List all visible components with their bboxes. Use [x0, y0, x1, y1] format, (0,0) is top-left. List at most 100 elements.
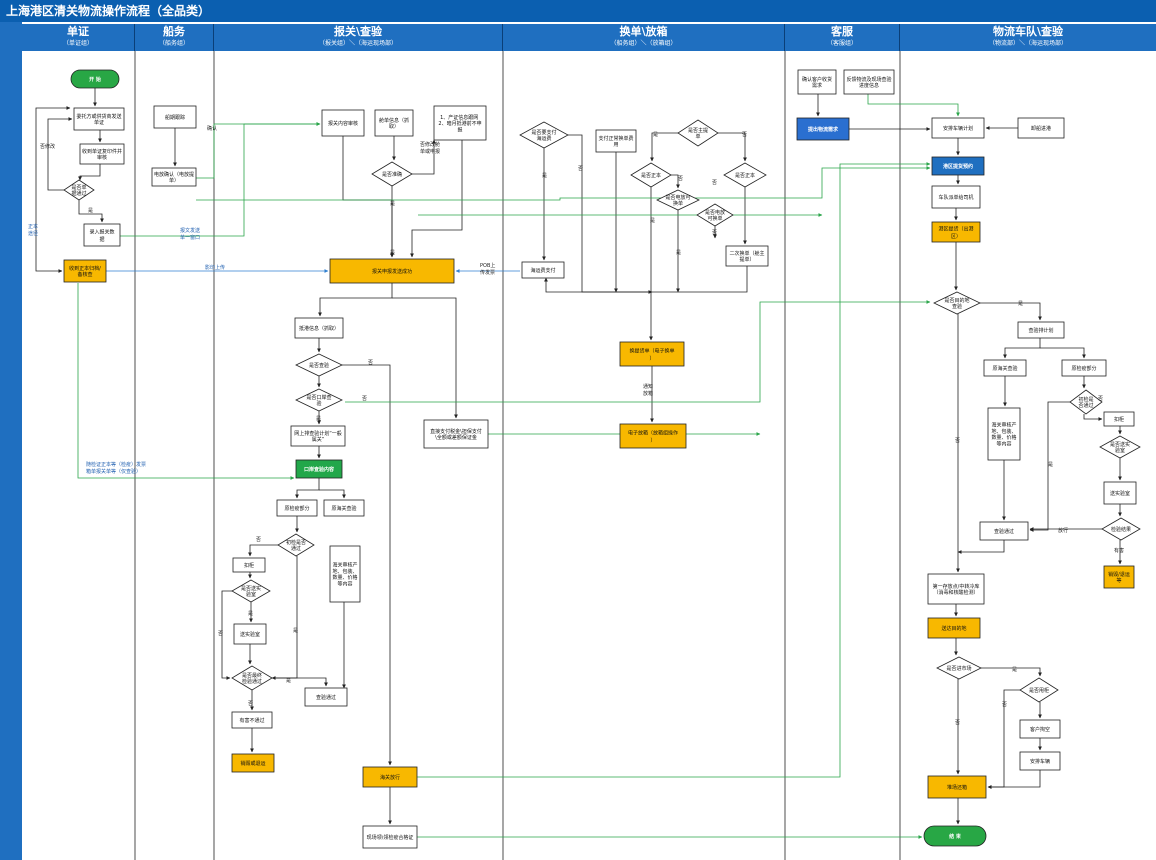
node-text: 是否主提单 — [688, 126, 708, 139]
lane-name: 物流车队\查验 — [992, 25, 1064, 38]
node-text: 是否电放可换单 — [665, 193, 690, 206]
connector-79 — [196, 122, 321, 179]
node-lab-test: 送实验室 — [233, 623, 267, 645]
connector-label: 否 — [1098, 396, 1103, 402]
connector-label: 是 — [1048, 462, 1053, 468]
connector-label: 是 — [1012, 667, 1017, 673]
node-release: 海关放行 — [362, 766, 418, 788]
node-cert-pickup: 现场领\领检疫合格证 — [362, 825, 418, 849]
node-text: 是否口岸查验 — [306, 393, 331, 406]
connector-label: 正本途径 — [28, 223, 38, 237]
lane-header-exchange: 换单\放箱 （船务组）＼（放箱组） — [503, 24, 785, 51]
node-destroy: 销毁或退运 — [231, 753, 275, 773]
lane-sub: （船务组） — [158, 40, 189, 47]
flow-nodes: 开 始委托方或供货商发送单证收到单证复印件并审核是否单据通过录入报关数据收到正本… — [63, 69, 1141, 849]
node-customs-check: 海关审核产地、包装、数量、价格等内容 — [329, 545, 361, 603]
node-dest-quarantine: 原检疫部分 — [1061, 359, 1107, 377]
connector-label: 是 — [88, 208, 93, 214]
node-text: 是否送实验室 — [241, 584, 261, 597]
node-pay-exchange: 支付正常换单费用 — [595, 129, 637, 153]
node-text: 是否电放可换单 — [705, 208, 725, 221]
connector-30 — [271, 556, 298, 680]
lane-sub: （物流部）＼（海运现场部） — [988, 40, 1067, 47]
node-text: 海运费支付 — [530, 267, 555, 274]
node-text: 堆场还箱 — [947, 784, 967, 791]
node-text: 原检疫部分 — [1071, 365, 1096, 372]
node-dest-customs-check: 海关审核产地、包装、数量、价格等内容 — [987, 407, 1021, 461]
lane-name: 船务 — [163, 25, 185, 38]
node-text: 电放确认（电放提单） — [154, 170, 194, 183]
node-confirm-needs: 确认客户收货需求 — [797, 69, 837, 95]
node-arrival-info: 抵港信息（抓取） — [294, 317, 344, 339]
connector-label: 是 — [676, 250, 681, 256]
connector-label: 是 — [390, 201, 395, 207]
connector-60 — [1029, 401, 1070, 532]
connector-label: 确认 — [207, 125, 217, 132]
node-arrange-trucks: 安排车辆计划 — [931, 117, 985, 139]
node-text: 是否正本 — [641, 172, 661, 179]
connector-27 — [221, 590, 232, 680]
node-text: 是否进市场 — [946, 665, 971, 672]
node-dest-final: 检验结果 — [1101, 517, 1141, 541]
node-eir-confirm: 电放确认（电放提单） — [151, 167, 197, 187]
lane-dividers — [134, 51, 901, 860]
node-text: 是否准确 — [382, 171, 402, 178]
connector-label: 否 — [578, 166, 583, 172]
connector-label: 通知放箱 — [643, 383, 653, 397]
node-text: 反馈物流及现场查验进度信息 — [846, 75, 891, 88]
connector-label: POB上传发票 — [480, 262, 495, 276]
node-text: 收到正本归档/备核查 — [69, 264, 101, 277]
node-q-pass: 初检是否通过 — [277, 533, 315, 557]
connector-80 — [196, 166, 931, 201]
connector-16 — [342, 364, 392, 766]
connector-label: 是 — [542, 173, 547, 179]
left-margin-strip — [0, 22, 22, 860]
node-is-telex1: 是否正本 — [723, 162, 767, 188]
node-harmful: 有害不通过 — [231, 711, 273, 729]
node-customs-review: 报关内容审核 — [321, 109, 365, 137]
node-feedback: 反馈物流及现场查验进度信息 — [843, 69, 895, 95]
connector-78 — [120, 122, 321, 237]
node-text: 检验结果 — [1111, 526, 1131, 533]
node-port-inspect: 是否口岸查验 — [295, 388, 343, 412]
node-declare-success: 报关申报发送成功 — [329, 258, 455, 284]
connector-44 — [544, 266, 748, 293]
node-text: 海关审核产地、包装、数量、价格等内容 — [332, 561, 357, 587]
node-plan-inspect: 查验排计划 — [1017, 321, 1065, 339]
node-receive-docs: 收到单证复印件并审核 — [79, 143, 125, 165]
connector-labels: 确认否修改是正本途径报文发送单一窗口影印上传否修改舱单或申报是是POB上传发票否… — [28, 125, 1124, 726]
connector-label: 否 — [248, 701, 253, 707]
connector-31 — [272, 677, 328, 687]
node-docs-complete: 是否单据通过 — [63, 179, 95, 201]
connector-label: 否 — [368, 360, 373, 366]
node-text: 二次换单（舱主提单） — [729, 249, 764, 262]
connector-label: 是 — [316, 416, 321, 422]
lane-name: 单证 — [67, 25, 89, 38]
node-text: 录入报关数据 — [89, 228, 114, 243]
connector-4 — [47, 117, 73, 191]
node-text: 海关审核产地、包装、数量、价格等内容 — [991, 421, 1016, 447]
node-port-appt: 港区提货预约 — [931, 156, 985, 176]
connector-label: 否修改舱单或申报 — [420, 141, 440, 155]
node-quarantine: 原检疫部分 — [276, 499, 318, 517]
node-text: 扣柜 — [1114, 416, 1124, 423]
lane-header-service: 客服 （客服组） — [785, 24, 900, 51]
node-inspect-content: 口岸查验内容 — [295, 459, 343, 479]
node-text: 是否送实验室 — [1110, 440, 1130, 453]
connector-label: 否 — [256, 537, 261, 543]
node-text: 海关放行 — [380, 774, 400, 781]
node-text: 车队派单给司机 — [938, 194, 973, 201]
connector-63 — [957, 540, 1005, 554]
connector-11 — [412, 139, 436, 175]
node-text: 提出物流需求 — [808, 126, 839, 133]
lane-header-customs: 报关\查验 （报关组）＼（海运现场部） — [214, 24, 503, 51]
node-text: 客户掏空 — [1030, 726, 1050, 733]
connector-86 — [867, 94, 960, 117]
node-text: 结 束 — [949, 833, 962, 840]
connector-label: 是 — [390, 250, 395, 256]
node-text: 口岸查验内容 — [304, 466, 334, 473]
connector-label: 是 — [1018, 301, 1023, 307]
node-start: 开 始 — [70, 69, 120, 89]
node-enter-market: 是否进市场 — [936, 656, 982, 680]
